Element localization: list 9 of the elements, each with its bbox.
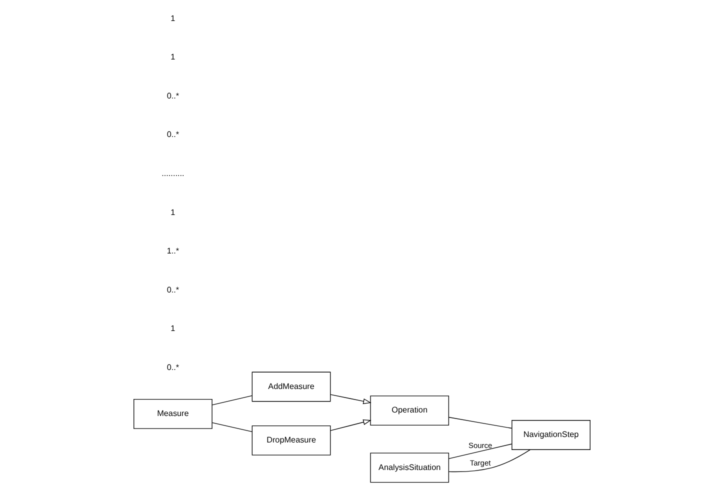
arrow [330, 394, 372, 404]
edge-label: Source [468, 440, 492, 450]
edge-label: Target [470, 458, 491, 467]
connector [212, 394, 252, 405]
connector [448, 416, 512, 428]
connector [212, 422, 252, 432]
connector [448, 443, 512, 459]
connector [448, 448, 531, 472]
arrow [330, 418, 372, 430]
